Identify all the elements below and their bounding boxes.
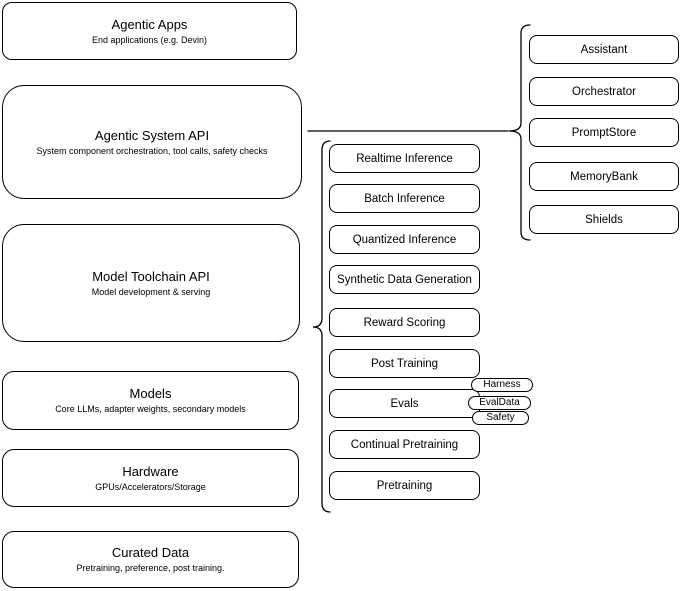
toolchain-item-batch-inference: Batch Inference (329, 184, 480, 213)
layer-subtitle: Core LLMs, adapter weights, secondary mo… (55, 404, 246, 414)
layer-curated-data: Curated Data Pretraining, preference, po… (2, 531, 299, 588)
layer-models: Models Core LLMs, adapter weights, secon… (2, 371, 299, 430)
layer-hardware: Hardware GPUs/Accelerators/Storage (2, 449, 299, 507)
toolchain-item-reward-scoring: Reward Scoring (329, 308, 480, 337)
eval-tag-safety: Safety (472, 411, 529, 425)
component-promptstore: PromptStore (529, 118, 679, 147)
toolchain-item-quantized-inference: Quantized Inference (329, 225, 480, 254)
layer-title: Hardware (122, 463, 179, 479)
toolchain-item-pretraining: Pretraining (329, 471, 480, 500)
eval-tag-harness: Harness (471, 378, 533, 392)
toolchain-item-realtime-inference: Realtime Inference (329, 144, 480, 173)
toolchain-item-continual-pretraining: Continual Pretraining (329, 430, 480, 459)
eval-tag-evaldata: EvalData (468, 396, 531, 410)
layer-title: Agentic Apps (111, 16, 188, 32)
component-assistant: Assistant (529, 35, 679, 64)
toolchain-item-synthetic-data-generation: Synthetic Data Generation (329, 265, 480, 294)
component-shields: Shields (529, 205, 679, 234)
component-orchestrator: Orchestrator (529, 77, 679, 106)
layer-subtitle: End applications (e.g. Devin) (91, 34, 208, 45)
layer-title: Model Toolchain API (92, 268, 210, 284)
toolchain-item-post-training: Post Training (329, 349, 480, 378)
layer-subtitle: Model development & serving (91, 286, 211, 297)
layer-title: Curated Data (111, 545, 190, 560)
component-memorybank: MemoryBank (529, 162, 679, 191)
layer-agentic-system-api: Agentic System API System component orch… (2, 85, 302, 199)
layer-title: Models (129, 386, 172, 401)
layer-subtitle: GPUs/Accelerators/Storage (95, 481, 206, 492)
toolchain-brace (312, 140, 331, 513)
layer-subtitle: System component orchestration, tool cal… (36, 145, 268, 156)
layer-subtitle: Pretraining, preference, post training. (76, 563, 225, 573)
toolchain-item-evals: Evals (329, 389, 480, 418)
layer-model-toolchain-api: Model Toolchain API Model development & … (2, 224, 300, 342)
layer-title: Agentic System API (94, 127, 210, 143)
system-components-brace (508, 24, 531, 241)
layer-agentic-apps: Agentic Apps End applications (e.g. Devi… (2, 2, 297, 60)
